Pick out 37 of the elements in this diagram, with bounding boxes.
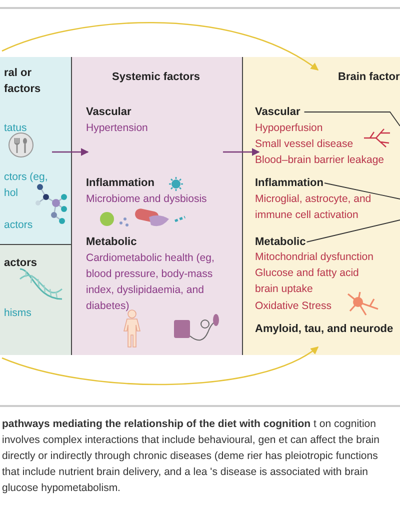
factor-text: ctors (eg, hol	[4, 170, 49, 201]
panel-heading: Vascular	[86, 105, 132, 120]
list-item: Blood–brain barrier leakage	[255, 153, 384, 168]
factor-text: Cardiometabolic health (eg, blood pressure, body-mass index, dyslipidaemia, and diabetes)	[86, 251, 216, 314]
arrow	[2, 346, 319, 386]
list-item: Microglial, astrocyte, and immune cell activation	[255, 192, 372, 223]
panel-heading: Systemic factors	[112, 70, 202, 85]
leader-line	[306, 220, 400, 242]
factor-text: hisms	[4, 306, 32, 321]
factor-text: Hypertension	[86, 121, 148, 136]
panel-heading: Inflammation	[86, 176, 154, 191]
list-item: Glucose and fatty acid brain uptake	[255, 266, 360, 297]
figure-caption: pathways mediating the relationship of the diet with cognition t on cognition involves complex interactions that include behavioural, gen et can affect the brain directly or indirectly through chronic diseases (deme rier has pleiotropic functions that include nutrient brain delivery, and a lea 's disease is associated with brain glucose hypometabolism.	[2, 417, 380, 496]
section-heading: Metabolic	[255, 234, 306, 250]
list-item: Hypoperfusion	[255, 121, 323, 136]
panel-heading: Brain factor	[338, 70, 400, 85]
section-heading: Inflammation	[255, 175, 324, 191]
panel-heading: ral or factors	[4, 66, 42, 97]
factor-panel	[72, 57, 243, 355]
panel-heading: Metabolic	[86, 235, 137, 250]
factor-text: tatus	[4, 121, 28, 136]
list-item: Oxidative Stress	[255, 299, 332, 314]
leader-line	[324, 182, 400, 200]
leader-line	[304, 112, 400, 126]
arrow	[52, 148, 89, 156]
factor-panel	[0, 245, 72, 355]
factor-text: Microbiome and dysbiosis	[86, 192, 207, 207]
factor-panel	[243, 57, 400, 355]
list-item: Small vessel disease	[255, 137, 354, 152]
list-item: Mitochondrial dysfunction	[255, 250, 374, 265]
section-heading: Vascular	[255, 104, 300, 120]
panel-heading: Amyloid, tau, and neurode	[255, 322, 394, 337]
arrow	[2, 22, 319, 71]
factor-text: actors	[4, 218, 34, 233]
arrow	[223, 148, 260, 156]
panel-heading: actors	[4, 256, 38, 271]
factor-panel	[0, 57, 72, 245]
